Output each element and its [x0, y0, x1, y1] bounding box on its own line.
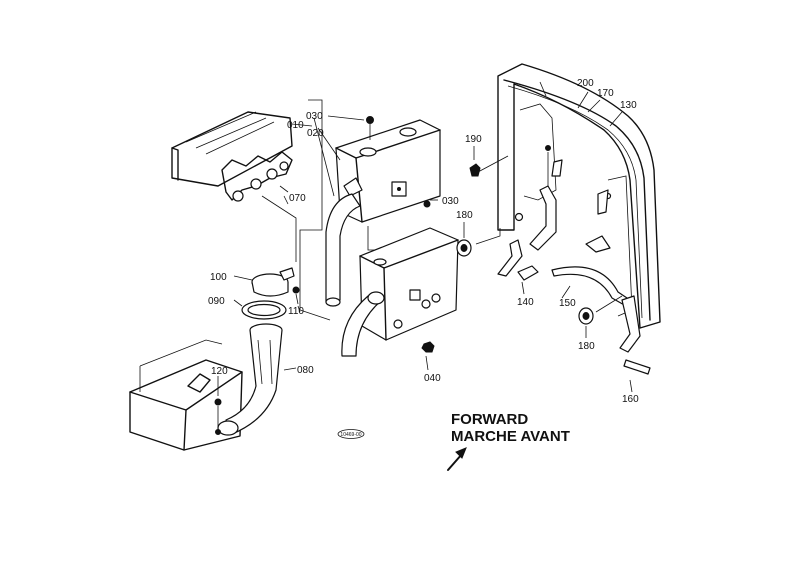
engine-block-upper — [171, 111, 293, 202]
label-190: 190 — [465, 134, 482, 145]
bolt-030-top — [366, 116, 374, 140]
label-030-top: 030 — [306, 111, 323, 122]
muffler-cover-frame-130 — [497, 63, 661, 329]
label-120: 120 — [211, 366, 228, 377]
engine-block-lower — [129, 339, 243, 451]
bolt-110 — [292, 286, 300, 305]
lower-muffler-pipe — [341, 291, 385, 357]
label-130: 130 — [620, 100, 637, 111]
label-090: 090 — [208, 296, 225, 307]
label-010: 010 — [287, 120, 304, 131]
marche-avant-label: MARCHE AVANT — [451, 428, 570, 445]
label-180-right: 180 — [578, 341, 595, 352]
label-150: 150 — [559, 298, 576, 309]
washer-180-right — [578, 307, 594, 325]
upper-muffler — [335, 119, 441, 223]
lower-muffler — [359, 227, 459, 341]
label-070: 070 — [289, 193, 306, 204]
forward-arrow-icon — [447, 447, 467, 471]
clamp-100 — [251, 267, 295, 297]
label-140: 140 — [517, 297, 534, 308]
label-040: 040 — [424, 373, 441, 384]
forward-label: FORWARD — [451, 411, 528, 428]
stamp-text: 10469-00 — [340, 432, 361, 438]
bracket-lower-right — [585, 235, 651, 375]
connecting-pipe — [325, 193, 361, 307]
label-170: 170 — [597, 88, 614, 99]
label-030-right: 030 — [442, 196, 459, 207]
exhaust-pipe-080 — [217, 323, 283, 436]
bracket-200 — [529, 145, 557, 251]
bracket-140 — [497, 239, 539, 281]
leader-lines — [217, 81, 633, 396]
label-160: 160 — [622, 394, 639, 405]
washer-190 — [469, 163, 481, 177]
nut-040 — [421, 341, 435, 353]
washer-180-left — [456, 239, 472, 257]
bolt-030-right — [423, 200, 431, 208]
label-200: 200 — [577, 78, 594, 89]
gasket-090 — [241, 300, 287, 320]
bolt-120 — [214, 398, 222, 435]
label-110: 110 — [288, 306, 304, 317]
label-180-left: 180 — [456, 210, 473, 221]
label-080: 080 — [297, 365, 314, 376]
drawing-reference-stamp: 10469-00 — [337, 429, 365, 439]
label-100: 100 — [210, 272, 227, 283]
label-020: 020 — [307, 128, 324, 139]
